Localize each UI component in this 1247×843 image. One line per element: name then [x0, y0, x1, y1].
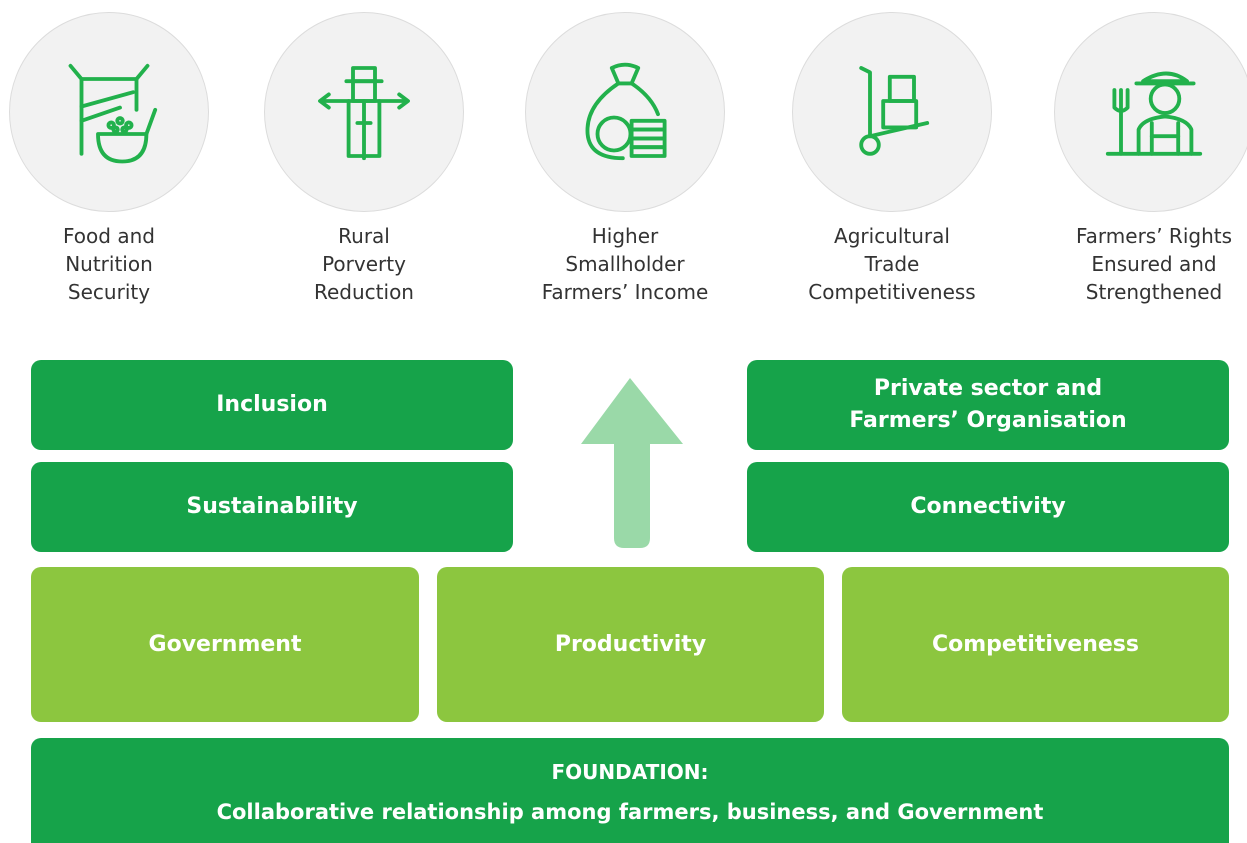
goal-label-line: Competitiveness [808, 280, 976, 304]
goal-label-line: Farmers’ Rights [1075, 224, 1233, 248]
inclusion-label: Inclusion [216, 392, 328, 417]
goal-circle [1054, 12, 1247, 212]
hand-truck-icon [859, 66, 930, 156]
goal-label-line: Reduction [314, 280, 414, 304]
food-bowl-icon [68, 63, 158, 164]
goal-label-line: Ensured and [1091, 252, 1217, 276]
goal-label-line: Food and [63, 224, 155, 248]
money-bag-icon [585, 62, 667, 161]
goal-label-line: Trade [864, 252, 920, 276]
connectivity-label: Connectivity [910, 494, 1066, 519]
goal-circle [9, 12, 209, 212]
productivity-label: Productivity [554, 632, 707, 657]
scarecrow-icon [318, 66, 410, 161]
sustainability-label: Sustainability [186, 494, 358, 519]
goal-label-line: Farmers’ Income [541, 280, 709, 304]
private-sector-box: Private sector and Farmers’ Organisation [747, 360, 1229, 450]
private-sector-label-line: Private sector and [873, 376, 1103, 401]
connectivity-box: Connectivity [747, 462, 1229, 552]
goal-label-line: Porverty [322, 252, 406, 276]
sustainability-box: Sustainability [31, 462, 513, 552]
government-box: Government [31, 567, 419, 722]
goal-label-line: Smallholder [565, 252, 685, 276]
inclusion-box: Inclusion [31, 360, 513, 450]
productivity-box: Productivity [437, 567, 824, 722]
goal-circle [525, 12, 725, 212]
goal-label-line: Nutrition [65, 252, 153, 276]
farmer-icon [1105, 71, 1203, 156]
foundation-text: Collaborative relationship among farmers… [216, 800, 1044, 824]
goal-label-line: Strengthened [1085, 280, 1223, 304]
competitiveness-label: Competitiveness [931, 632, 1139, 657]
goal-circle [792, 12, 992, 212]
competitiveness-box: Competitiveness [842, 567, 1229, 722]
foundation-box: FOUNDATION: Collaborative relationship a… [31, 738, 1229, 843]
goal-label-line: Agricultural [834, 224, 950, 248]
goal-circle [264, 12, 464, 212]
private-sector-label-line: Farmers’ Organisation [849, 408, 1127, 433]
up-arrow-icon [581, 378, 683, 548]
foundation-title: FOUNDATION: [551, 760, 709, 784]
goal-label-line: Security [67, 280, 151, 304]
goal-label-line: Rural [338, 224, 390, 248]
goal-label-line: Higher [591, 224, 659, 248]
government-label: Government [148, 632, 302, 657]
